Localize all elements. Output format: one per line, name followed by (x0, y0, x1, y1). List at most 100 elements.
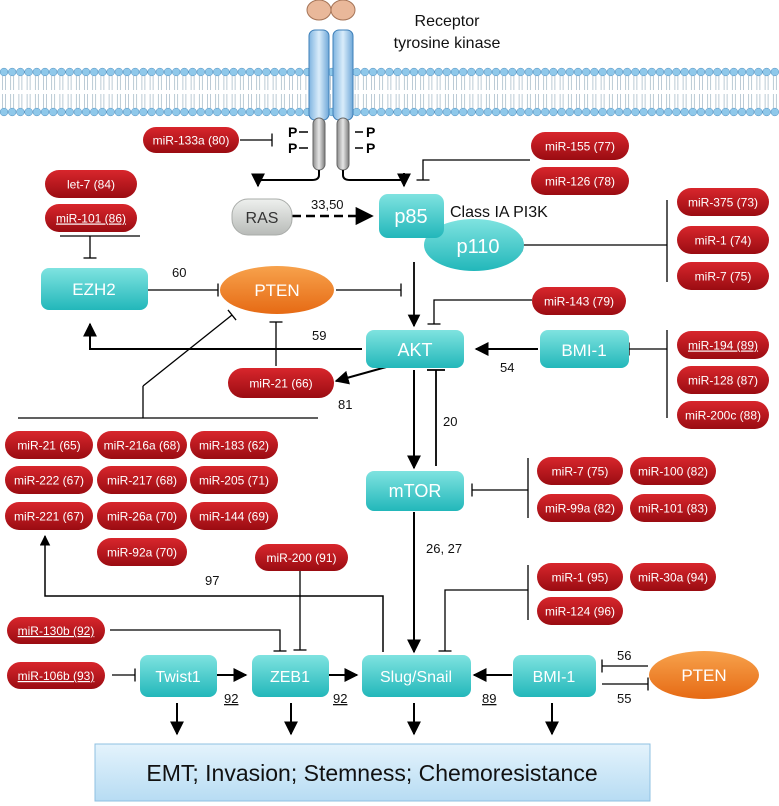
mirna-label-mir143: miR-143 (79) (544, 295, 614, 309)
ref-bmi1-slug: 89 (482, 691, 496, 706)
outcome-box (94, 743, 651, 802)
mirna-pill-mir1-74 (677, 226, 769, 254)
mirna-pill-mir99a (537, 494, 623, 522)
mirna-label-mir1-74: miR-1 (74) (695, 234, 752, 248)
mirna-pill-mir155 (531, 132, 629, 160)
mirna-label-mir205: miR-205 (71) (199, 474, 269, 488)
phospho-right-2: P (366, 140, 375, 156)
mirna-label-mir7-75b: miR-7 (75) (552, 465, 609, 479)
bmi1-top-node: BMI-1 (561, 341, 606, 360)
zeb1-node-shape (252, 655, 329, 697)
zeb1-node: ZEB1 (270, 669, 310, 686)
mirna-pill-mir200c (677, 401, 769, 429)
mirna-label-mir130b: miR-130b (92) (18, 624, 95, 638)
outcome-label: EMT; Invasion; Stemness; Chemoresistance (146, 760, 597, 786)
mirna-label-mir106b: miR-106b (93) (18, 669, 95, 683)
mirna-label-mir21-66: miR-21 (66) (249, 377, 312, 391)
akt-node: AKT (397, 340, 432, 360)
receptor-label-line2: tyrosine kinase (394, 35, 501, 52)
mirna-label-mir217: miR-217 (68) (107, 474, 177, 488)
mirna-label-mir1-95: miR-1 (95) (552, 571, 609, 585)
mirna-label-mir222: miR-222 (67) (14, 474, 84, 488)
ras-node-shape (231, 198, 293, 236)
mirna-pill-mir133a (143, 127, 239, 153)
mirna-pill-mir194 (677, 331, 769, 359)
mirna-label-mir133a: miR-133a (80) (153, 134, 230, 148)
mirna-label-mir144: miR-144 (69) (199, 510, 269, 524)
ref-pten-bmi-top: 56 (617, 648, 631, 663)
cell-membrane (0, 67, 779, 117)
mirna-label-mir124: miR-124 (96) (545, 605, 615, 619)
receptor-label-line1: Receptor (415, 13, 481, 30)
mirna-pill-mir106b (7, 662, 105, 689)
mirna-pill-mir7-75a (677, 262, 769, 290)
mirna-label-mir221: miR-221 (67) (14, 510, 84, 524)
mirna-label-mir7-75a: miR-7 (75) (695, 270, 752, 284)
ref-pten-bmi-bottom: 55 (617, 691, 631, 706)
mirna-pills: miR-133a (80)miR-155 (77)miR-126 (78)let… (5, 127, 769, 689)
mirna-label-mir128: miR-128 (87) (688, 374, 758, 388)
mirna-pill-mir101-83 (630, 494, 716, 522)
mirna-pill-mir124 (537, 597, 623, 625)
ref-mir-up: 97 (205, 573, 219, 588)
p85-node: p85 (394, 206, 427, 228)
protein-nodes: EZH2 AKT BMI-1 mTOR Twist1 ZEB1 Slug/Sna… (41, 194, 759, 699)
mirna-label-mir200-91: miR-200 (91) (266, 551, 336, 565)
phospho-right-1: P (366, 124, 375, 140)
mirna-pill-mir375 (677, 188, 769, 216)
mirna-label-mir26a: miR-26a (70) (107, 510, 177, 524)
ref-ras-p85: 33,50 (311, 197, 344, 212)
slug-snail-node-shape (362, 655, 471, 697)
mirna-pill-mir221 (5, 502, 93, 530)
ref-ezh2-pten: 60 (172, 265, 186, 280)
slug-snail-node: Slug/Snail (380, 669, 452, 686)
twist1-node-shape (140, 655, 217, 697)
mirna-pill-mir21-66 (228, 368, 334, 398)
ref-zeb-slug: 92 (333, 691, 347, 706)
ref-bmi1-akt: 54 (500, 360, 514, 375)
akt-node-shape (366, 330, 464, 368)
mirna-pill-mir200-91 (255, 544, 348, 571)
ezh2-node: EZH2 (72, 280, 115, 299)
receptor-tyrosine-kinase (306, 0, 356, 171)
p85-node-shape (379, 194, 444, 238)
mirna-pill-mir216a (97, 431, 187, 459)
mirna-pill-mir130b (7, 617, 105, 644)
mirna-label-mir375: miR-375 (73) (688, 196, 758, 210)
mirna-label-mir21-65: miR-21 (65) (17, 439, 80, 453)
p110-node-shape (424, 219, 524, 271)
mirna-pill-mir144 (190, 502, 278, 530)
mirna-pill-mir21-65 (5, 431, 93, 459)
reference-labels: 33,50 60 59 54 81 20 97 26, 27 92 92 89 … (172, 197, 631, 706)
mirna-pill-mir128 (677, 366, 769, 394)
mirna-pill-mir143 (532, 287, 626, 315)
mirna-label-mir216a: miR-216a (68) (104, 439, 181, 453)
mirna-pill-mir7-75b (537, 457, 623, 485)
pten-bottom-node-shape (649, 651, 759, 699)
mirna-label-mir200c: miR-200c (88) (685, 409, 761, 423)
mirna-label-mir194: miR-194 (89) (688, 339, 758, 353)
mirna-pill-mir1-95 (537, 563, 623, 591)
mtor-node-shape (366, 471, 464, 511)
mirna-label-mir101-86: miR-101 (86) (56, 212, 126, 226)
mirna-pill-mir126 (531, 167, 629, 195)
mirna-label-mir92a: miR-92a (70) (107, 546, 177, 560)
bmi1-bottom-node-shape (513, 655, 596, 697)
mirna-label-mir30a: miR-30a (94) (638, 571, 708, 585)
mirna-pill-mir30a (630, 563, 716, 591)
mirna-pill-mir92a (97, 538, 187, 566)
twist1-node: Twist1 (155, 669, 200, 686)
pten-top-node-shape (220, 266, 334, 314)
mirna-label-mir126: miR-126 (78) (545, 175, 615, 189)
connectors (18, 133, 668, 736)
p110-node: p110 (456, 236, 499, 258)
ref-twist-zeb: 92 (224, 691, 238, 706)
mirna-label-mir183: miR-183 (62) (199, 439, 269, 453)
mtor-node: mTOR (389, 481, 442, 501)
bmi1-bottom-node: BMI-1 (533, 669, 576, 686)
mirna-pill-mir101-86 (45, 204, 137, 232)
phospho-left-2: P (288, 140, 297, 156)
ref-akt-mir21: 81 (338, 397, 352, 412)
pi3k-label: Class IA PI3K (450, 204, 548, 221)
